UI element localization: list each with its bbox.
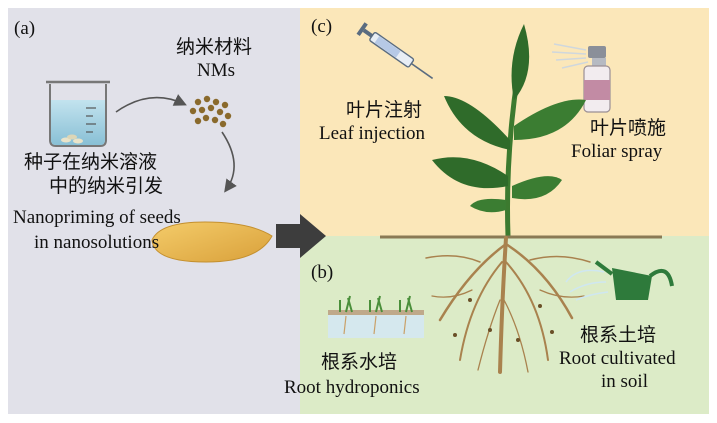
seed-label-cn-line2: 中的纳米引发 xyxy=(49,175,164,197)
hydroponics-cn: 根系水培 xyxy=(321,351,398,373)
seed-label-en-line1: Nanopriming of seeds xyxy=(13,207,181,228)
hydroponics-en: Root hydroponics xyxy=(284,377,420,398)
panel-b-label: (b) xyxy=(311,262,334,283)
leaf-injection-cn: 叶片注射 xyxy=(346,99,423,121)
soil-cn: 根系土培 xyxy=(580,324,657,346)
panel-a-label: (a) xyxy=(14,18,36,39)
seed-label-cn-line1: 种子在纳米溶液 xyxy=(24,151,158,173)
process-arrow-icon xyxy=(276,214,326,258)
leaf-injection-en: Leaf injection xyxy=(319,123,426,144)
foliar-spray-en: Foliar spray xyxy=(571,141,663,162)
nanoparticle-cluster-icon xyxy=(189,95,232,128)
arrow-beaker-to-nms xyxy=(115,94,187,113)
seed-label-en-line2: in nanosolutions xyxy=(34,232,160,253)
foliar-spray-cn: 叶片喷施 xyxy=(590,117,667,139)
arrow-nms-to-seed xyxy=(221,131,237,193)
syringe-icon xyxy=(356,22,434,80)
watering-can-icon xyxy=(565,260,674,301)
beaker-icon xyxy=(46,80,110,147)
soil-en-line1: Root cultivated xyxy=(559,348,676,369)
seed-icon xyxy=(151,221,273,263)
root-nanoparticles xyxy=(453,298,554,342)
hydroponic-tray-icon xyxy=(328,295,424,338)
plant-icon xyxy=(432,24,586,237)
panel-c-label: (c) xyxy=(311,16,333,37)
panel-a-background xyxy=(8,8,300,414)
roots-icon xyxy=(425,236,591,374)
panel-c-background xyxy=(300,8,709,236)
soil-en-line2: in soil xyxy=(601,371,648,392)
nm-label-en: NMs xyxy=(197,60,236,81)
spray-bottle-icon xyxy=(551,43,611,113)
nm-label-cn: 纳米材料 xyxy=(176,36,253,58)
